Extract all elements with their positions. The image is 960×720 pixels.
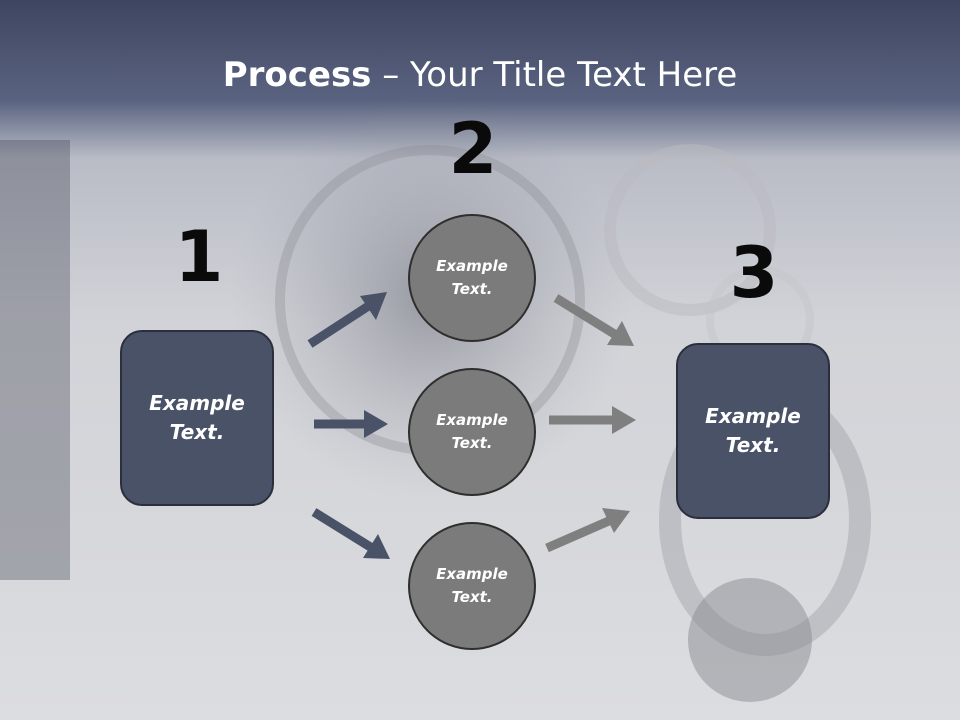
title-rest: – Your Title Text Here <box>371 55 738 95</box>
slide-title: Process – Your Title Text Here <box>0 54 960 96</box>
arrow-left-down <box>311 508 390 559</box>
left-step-box: Example Text. <box>120 330 274 506</box>
middle-circle-bottom: Example Text. <box>408 522 536 650</box>
arrow-right-up <box>545 508 630 553</box>
arrow-left-up <box>307 292 387 348</box>
left-step-box-text: Example Text. <box>149 391 245 444</box>
step-number-2: 2 <box>448 108 498 190</box>
circle-text-bottom: Example Text. <box>436 565 508 606</box>
step-number-1: 1 <box>174 216 224 298</box>
arrow-right-center <box>549 406 636 434</box>
circle-text-center: Example Text. <box>436 411 508 452</box>
arrow-left-center <box>314 410 388 438</box>
middle-circle-center: Example Text. <box>408 368 536 496</box>
middle-circle-top: Example Text. <box>408 214 536 342</box>
step-number-3: 3 <box>729 232 779 314</box>
right-step-box-text: Example Text. <box>705 404 801 457</box>
right-step-box: Example Text. <box>676 343 830 519</box>
arrow-right-down <box>553 294 634 346</box>
title-bold: Process <box>222 55 372 95</box>
circle-text-top: Example Text. <box>436 257 508 298</box>
